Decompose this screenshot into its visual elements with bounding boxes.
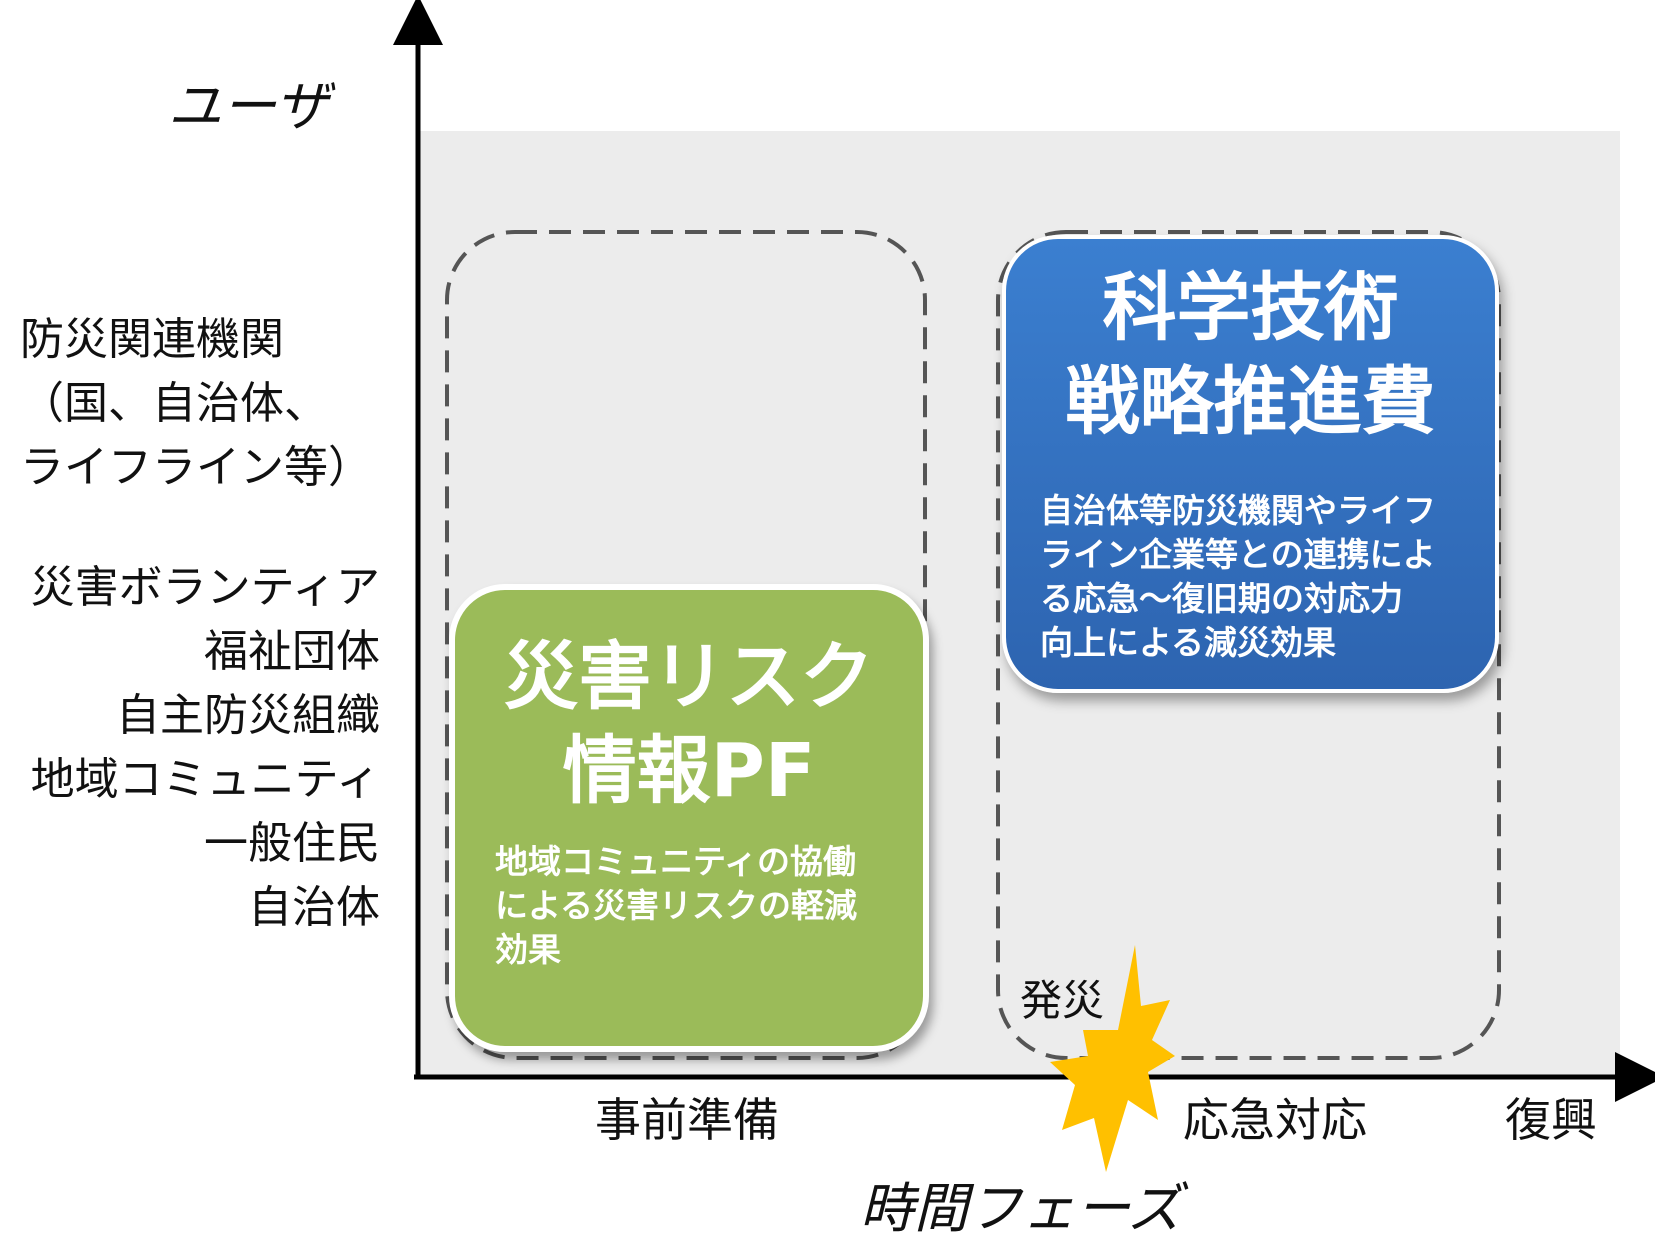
user-group-line: 防災関連機関 — [20, 314, 284, 365]
card-desc-line: 地域コミュニティの協働 — [495, 842, 857, 881]
user-group-line: 災害ボランティア — [30, 562, 380, 613]
x-axis-title: 時間フェーズ — [860, 1177, 1182, 1240]
card-desc-line: ライン企業等との連携によ — [1040, 535, 1436, 574]
explosion-burst-icon — [1050, 945, 1175, 1172]
card-desc-line: による災害リスクの軽減 — [495, 886, 858, 925]
user-group-line: 地域コミュニティ — [30, 754, 380, 805]
card-title-line: 科学技術 — [1102, 265, 1399, 351]
user-group-line: 自主防災組織 — [116, 690, 380, 741]
card-description: 自治体等防災機関やライフ ライン企業等との連携によ る応急～復旧期の対応力 向上… — [1040, 489, 1475, 665]
user-group-line: （国、自治体、 — [20, 378, 328, 429]
post-disaster-dashed-region — [996, 230, 1501, 1060]
card-title: 災害リスク 情報PF — [455, 630, 923, 818]
card-desc-line: 効果 — [495, 930, 561, 969]
phase-label-recovery: 復興 — [1505, 1093, 1597, 1147]
user-group-agencies: 防災関連機関 （国、自治体、 ライフライン等） — [20, 308, 380, 500]
card-title-line: 災害リスク — [504, 634, 874, 720]
phase-label-response: 応急対応 — [1183, 1093, 1367, 1147]
y-axis-title: ユーザ — [168, 75, 329, 138]
user-group-line: ライフライン等） — [20, 442, 372, 493]
user-group-community: 災害ボランティア 福祉団体 自主防災組織 地域コミュニティ 一般住民 自治体 — [31, 556, 380, 940]
card-desc-line: 向上による減災効果 — [1040, 623, 1337, 662]
card-desc-line: る応急～復旧期の対応力 — [1040, 579, 1403, 618]
disaster-risk-platform-card: 災害リスク 情報PF 地域コミュニティの協働 による災害リスクの軽減 効果 — [449, 584, 929, 1052]
phase-label-preparation: 事前準備 — [595, 1093, 779, 1147]
user-group-line: 自治体 — [248, 882, 380, 933]
card-desc-line: 自治体等防災機関やライフ — [1040, 491, 1436, 530]
card-title-line: 情報PF — [562, 728, 816, 814]
disaster-event-label: 発災 — [1020, 976, 1105, 1025]
card-title: 科学技術 戦略推進費 — [1006, 261, 1495, 449]
card-title-line: 戦略推進費 — [1065, 359, 1436, 445]
user-group-line: 福祉団体 — [204, 626, 380, 677]
user-group-line: 一般住民 — [204, 818, 380, 869]
card-description: 地域コミュニティの協働 による災害リスクの軽減 効果 — [495, 840, 923, 972]
science-strategy-card: 科学技術 戦略推進費 自治体等防災機関やライフ ライン企業等との連携によ る応急… — [1002, 235, 1499, 693]
